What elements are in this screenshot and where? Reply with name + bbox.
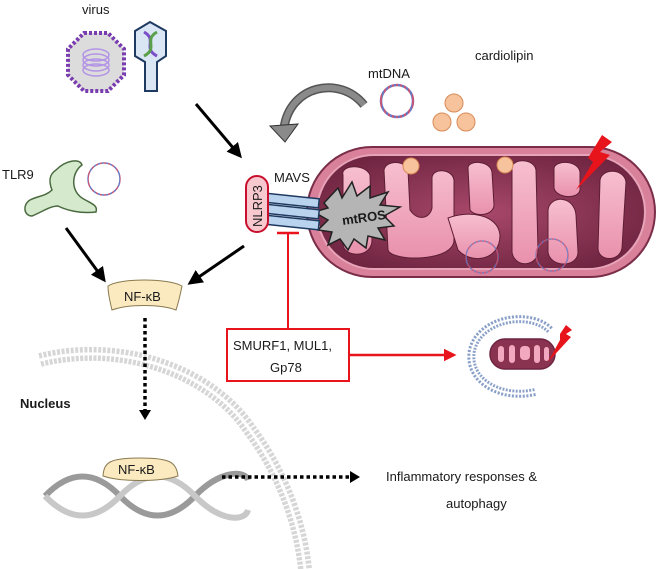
tlr9-receptor-icon [24, 160, 121, 217]
mtdna-circle-icon [379, 83, 415, 119]
cardiolipin-label: cardiolipin [475, 48, 534, 63]
outcome-label-line1: Inflammatory responses & [386, 469, 537, 484]
outcome-label-line2: autophagy [446, 496, 507, 511]
nfkb-cytoplasm: NF-κB [107, 279, 183, 311]
nlrp3-to-nfkb-arrow [187, 244, 245, 285]
nfkb-cytoplasm-label: NF-κB [124, 289, 161, 304]
nlrp3-protein: NLRP3 [245, 175, 269, 233]
tlr9-label: TLR9 [2, 167, 34, 182]
cardiolipin-icon [432, 93, 476, 132]
mtdna-release-arrow [268, 83, 368, 143]
e3-ligase-label-line1: SMURF1, MUL1, [233, 338, 332, 353]
mavs-label: MAVS [274, 170, 310, 185]
tlr9-mtdna-icon [87, 162, 121, 196]
e3-ligase-label-line2: Gp78 [270, 360, 302, 375]
virus-to-nlrp3-arrow [194, 103, 242, 159]
nfkb-nucleus-label: NF-κB [118, 462, 155, 477]
tlr9-to-nfkb-arrow [64, 227, 106, 283]
mtros-label: mtROS [341, 207, 387, 228]
virus-capsid-icon [66, 31, 126, 93]
mitophagy-icon [467, 315, 572, 398]
nuclear-membrane [38, 346, 312, 569]
virus-label: virus [82, 2, 110, 17]
mavs-protein [263, 192, 321, 231]
nlrp3-label: NLRP3 [250, 185, 265, 227]
mtros-burst: mtROS [312, 180, 403, 252]
mtdna-label: mtDNA [368, 66, 410, 81]
damage-lightning-icon [576, 135, 612, 190]
nfkb-nucleus: NF-κB [102, 457, 179, 481]
bacteriophage-icon [134, 20, 167, 92]
nucleus-label: Nucleus [20, 396, 71, 411]
inhibition-symbol [277, 231, 299, 330]
e3-ligase-box: SMURF1, MUL1, Gp78 [226, 328, 350, 382]
